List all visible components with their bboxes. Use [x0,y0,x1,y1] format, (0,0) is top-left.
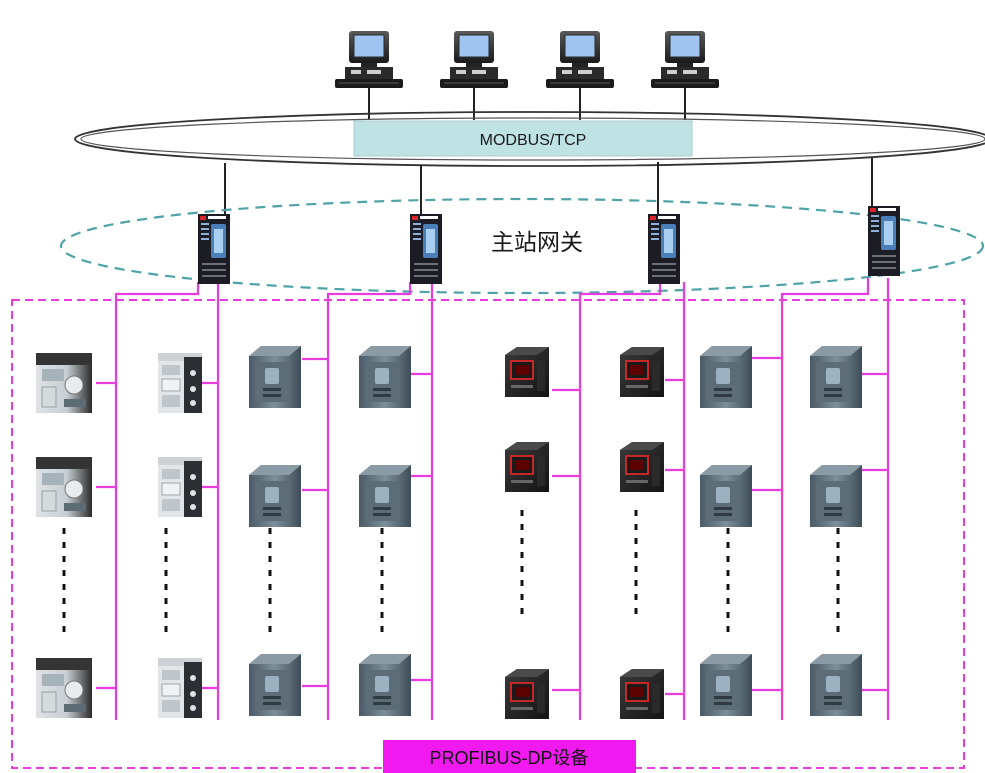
gateway-icon [410,214,442,284]
drive-icon [249,346,301,408]
fieldbus-lines [96,278,890,720]
gateway-icon [868,206,900,276]
network-label-box: MODBUS/TCP [353,120,693,157]
device-zone-box [11,299,965,769]
meter-icon [504,668,550,720]
meter-icon [504,441,550,493]
ellipsis-dots [62,510,840,640]
drive-icon [249,654,301,716]
relay-module-icon [35,456,93,518]
drive-icon [700,346,752,408]
relay-module-icon [35,657,93,719]
gateway-zone-label: 主站网关 [491,229,583,255]
device-zone-label-box: PROFIBUS-DP设备 [383,740,636,773]
computer-icon [439,30,509,89]
gateway-zone-ellipse [59,197,985,295]
io-module-icon [157,352,203,414]
meter-icon [619,441,665,493]
workstation-drops [368,88,686,120]
meter-icon [619,346,665,398]
backbone-ring [74,111,985,167]
drive-icon [810,654,862,716]
drive-icon [359,654,411,716]
io-module-icon [157,456,203,518]
drive-icon [359,346,411,408]
gateway-icon [198,214,230,284]
drive-icon [810,465,862,527]
relay-module-icon [35,352,93,414]
drive-icon [700,465,752,527]
network-label: MODBUS/TCP [480,132,587,149]
gateway-icon [648,214,680,284]
io-module-icon [157,657,203,719]
drive-icon [700,654,752,716]
drive-icon [810,346,862,408]
computer-icon [545,30,615,89]
meter-icon [504,346,550,398]
gateway-drops [224,158,873,215]
meter-icon [619,668,665,720]
workstation-row [334,30,720,89]
computer-icon [334,30,404,89]
device-grid [35,346,862,720]
device-zone-label: PROFIBUS-DP设备 [429,748,588,768]
computer-icon [650,30,720,89]
drive-icon [359,465,411,527]
drive-icon [249,465,301,527]
